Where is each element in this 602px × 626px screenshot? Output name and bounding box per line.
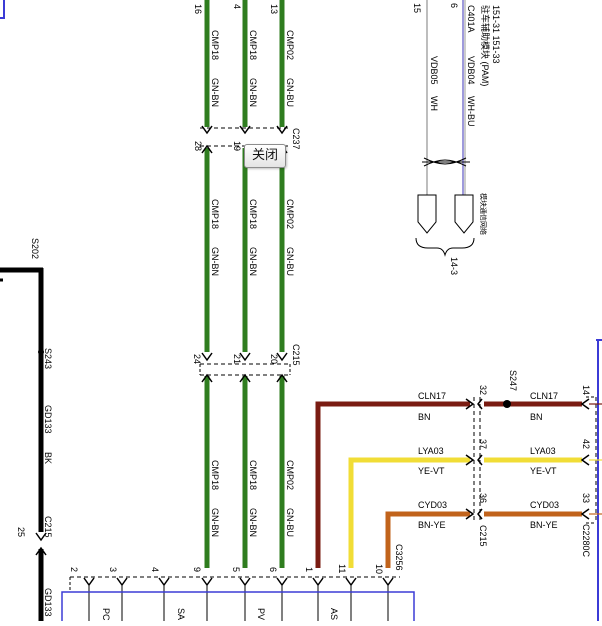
wire-color-label: GN-BN — [248, 508, 258, 537]
bottom-connector — [69, 576, 400, 621]
pin-label: 3 — [108, 567, 118, 572]
close-tooltip-button[interactable]: 关闭 — [244, 144, 286, 168]
pin-label: 4 — [232, 4, 242, 9]
wire-color-label: BN-YE — [530, 520, 558, 530]
connector-label: C3256 — [394, 544, 404, 571]
connector-label: C401A — [466, 5, 476, 33]
connector-label: C215 — [478, 525, 488, 547]
module-label: SA — [176, 608, 186, 620]
module-label: PC — [101, 608, 111, 621]
circuit-label: VDB05 — [429, 56, 439, 85]
wire-color-label: YE-VT — [418, 466, 445, 476]
circuit-label: CMP18 — [210, 460, 220, 490]
wire-color-label: GN-BN — [210, 78, 220, 107]
pin-label: 21 — [232, 354, 242, 364]
pin-label: 19 — [232, 141, 242, 151]
pin-label: 37 — [478, 439, 488, 449]
pin-label: 15 — [412, 3, 422, 13]
pin-label: 14 — [581, 385, 591, 395]
circuit-label: CMP18 — [210, 199, 220, 229]
wire-color-label: GN-BN — [248, 78, 258, 107]
pin-label: 9 — [192, 567, 202, 572]
wire-terminal-arrow — [454, 194, 474, 234]
page-reference: 14-3 — [449, 257, 459, 275]
module-label: PV — [256, 608, 266, 620]
pin-label: 24 — [192, 354, 202, 364]
wire-color-label: GN-BN — [210, 247, 220, 276]
wire-color-label: WH-BU — [466, 96, 476, 127]
pin-label: 6 — [449, 3, 459, 8]
orange-wire — [385, 508, 602, 568]
network-note: 模块通信网络 — [479, 193, 488, 235]
pin-label: 33 — [581, 493, 591, 503]
wire-color-label: YE-VT — [530, 466, 557, 476]
circuit-label: GD133 — [43, 588, 53, 617]
splice-label: S247 — [508, 370, 518, 391]
pam-wires — [415, 0, 475, 257]
yellow-wire — [348, 454, 602, 568]
pin-label: 5 — [231, 567, 241, 572]
bracket — [415, 237, 475, 257]
splice-s247-dot — [503, 400, 511, 408]
pin-label: 11 — [337, 564, 347, 573]
pin-label: 6 — [268, 567, 278, 572]
circuit-label: GD133 — [43, 405, 53, 434]
pin-label: 25 — [16, 527, 26, 537]
connector-label: C215 — [43, 516, 53, 538]
wire-color-label: GN-BU — [285, 78, 295, 107]
circuit-label: LYA03 — [530, 446, 556, 456]
wire-color-label: BN — [530, 412, 543, 422]
circuit-label: CMP02 — [285, 199, 295, 229]
pin-label: 42 — [581, 439, 591, 449]
connector-c215-green — [199, 352, 291, 383]
circuit-label: CYD03 — [530, 500, 559, 510]
circuit-label: CMP02 — [285, 30, 295, 60]
connector-label: C2280C — [581, 524, 591, 558]
pin-label: 36 — [478, 493, 488, 503]
pin-label: 4 — [150, 567, 160, 572]
module-header: 驻车辅助模块 (PAM) — [480, 5, 491, 86]
wire-color-label: GN-BU — [285, 247, 295, 276]
wire-terminal-arrow — [417, 194, 437, 234]
circuit-label: CMP18 — [210, 30, 220, 60]
circuit-label: CMP18 — [248, 199, 258, 229]
wire-color-label: WH — [429, 96, 439, 111]
circuit-label: CMP02 — [285, 460, 295, 490]
module-box — [61, 591, 415, 626]
circuit-label: CMP18 — [248, 460, 258, 490]
pin-label: 28 — [193, 141, 203, 151]
circuit-label: CMP18 — [248, 30, 258, 60]
connector-c215-right — [473, 397, 481, 523]
ground-wire — [0, 267, 47, 621]
wire-color-label: GN-BN — [248, 247, 258, 276]
pin-label: 2 — [69, 567, 79, 572]
pin-label: 32 — [478, 385, 488, 395]
splice-s243-dot — [38, 349, 44, 355]
brown-wire — [315, 398, 602, 568]
page-reference: 151-31 151-33 — [491, 5, 501, 64]
pin-label: 13 — [269, 4, 279, 14]
pin-label: 10 — [374, 564, 384, 574]
circuit-label: CLN17 — [418, 391, 446, 401]
wire-color-label: GN-BN — [210, 508, 220, 537]
module-label: AS — [329, 608, 339, 620]
wire-color-label: BK — [43, 452, 53, 464]
connector-label: C215 — [291, 344, 301, 366]
wire-color-label: BN-YE — [418, 520, 446, 530]
circuit-label: LYA03 — [418, 446, 444, 456]
splice-label: S202 — [30, 238, 40, 259]
circuit-label: CLN17 — [530, 391, 558, 401]
wire-color-label: BN — [418, 412, 431, 422]
circuit-label: VDB04 — [466, 56, 476, 85]
pin-label: 16 — [193, 4, 203, 14]
circuit-label: CYD03 — [418, 500, 447, 510]
wire-color-label: GN-BU — [285, 508, 295, 537]
splice-label: S243 — [43, 348, 53, 369]
pin-label: 20 — [269, 354, 279, 364]
connector-label: C237 — [291, 128, 301, 150]
pin-label: 1 — [304, 567, 314, 572]
